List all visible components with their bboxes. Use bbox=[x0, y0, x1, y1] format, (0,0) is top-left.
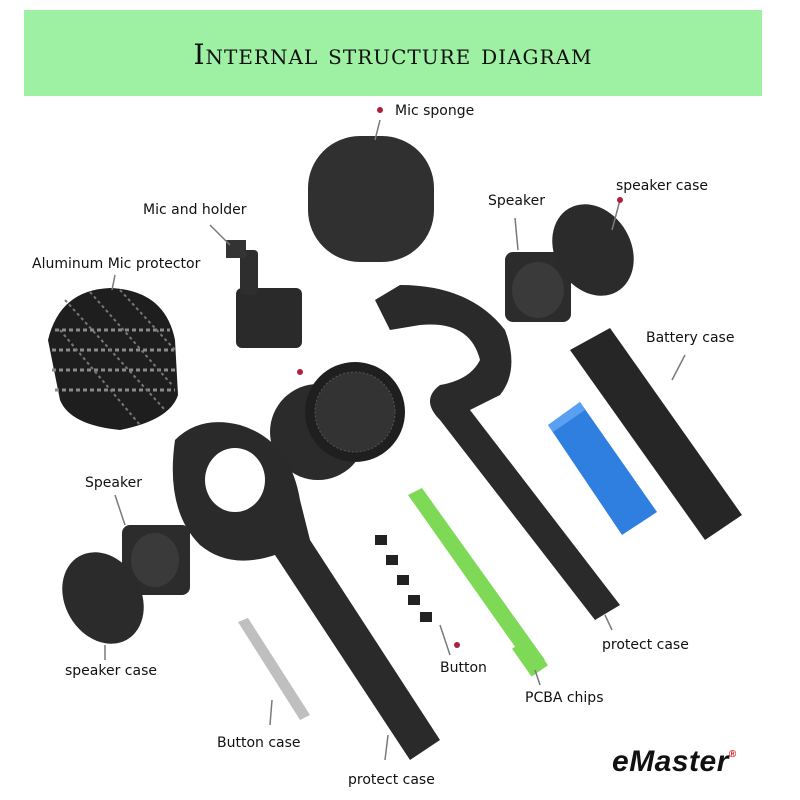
label-button-case: Button case bbox=[217, 735, 301, 751]
mic-holder-part bbox=[209, 224, 302, 348]
marker-dot bbox=[617, 197, 623, 203]
mic-sponge-part bbox=[308, 107, 434, 262]
marker-dot bbox=[297, 369, 303, 375]
title-banner: Internal structure diagram bbox=[24, 10, 762, 96]
page-title: Internal structure diagram bbox=[193, 38, 593, 71]
label-mic-and-holder: Mic and holder bbox=[143, 202, 247, 218]
marker-dot bbox=[377, 107, 383, 113]
battery-part bbox=[548, 402, 657, 535]
label-speaker-case-top: speaker case bbox=[616, 178, 708, 194]
label-speaker-left: Speaker bbox=[85, 475, 142, 491]
battery-case-part bbox=[570, 328, 742, 540]
leader-line bbox=[534, 669, 541, 686]
leader-line bbox=[111, 274, 116, 291]
label-battery-case: Battery case bbox=[646, 330, 735, 346]
speaker-top-part bbox=[505, 217, 571, 322]
label-mic-sponge: Mic sponge bbox=[395, 103, 475, 119]
leader-line bbox=[604, 614, 613, 631]
registered-mark: ® bbox=[728, 749, 737, 760]
mic-protector-part bbox=[48, 274, 178, 430]
leader-line bbox=[384, 734, 389, 761]
leader-line bbox=[514, 217, 519, 251]
label-protect-case-bottom: protect case bbox=[348, 772, 435, 788]
leader-line bbox=[439, 624, 451, 656]
protect-case-bottom-part bbox=[172, 422, 440, 761]
protect-case-right-part bbox=[375, 285, 620, 631]
leader-line bbox=[114, 494, 126, 526]
speaker-case-left-part bbox=[62, 552, 144, 660]
leader-line bbox=[611, 199, 621, 231]
label-aluminum-mic-protector: Aluminum Mic protector bbox=[32, 256, 201, 272]
leader-line bbox=[374, 119, 381, 141]
label-speaker-case-left: speaker case bbox=[65, 663, 157, 679]
label-protect-case-right: protect case bbox=[602, 637, 689, 653]
speaker-case-top-part bbox=[552, 197, 634, 296]
emaster-logo: eMaster® bbox=[612, 745, 737, 779]
logo-e: e bbox=[612, 745, 630, 778]
button-case-part bbox=[238, 618, 310, 726]
middle-speaker-part bbox=[270, 362, 405, 480]
logo-text: Master bbox=[629, 745, 729, 778]
pcba-part bbox=[408, 488, 548, 686]
label-button: Button bbox=[440, 660, 487, 676]
leader-line bbox=[671, 354, 686, 381]
label-speaker-top: Speaker bbox=[488, 193, 545, 209]
leader-line bbox=[269, 699, 273, 726]
buttons-part bbox=[375, 535, 460, 656]
speaker-left-part bbox=[114, 494, 190, 595]
label-pcba-chips: PCBA chips bbox=[525, 690, 604, 706]
marker-dot bbox=[454, 642, 460, 648]
leader-line bbox=[209, 224, 231, 246]
